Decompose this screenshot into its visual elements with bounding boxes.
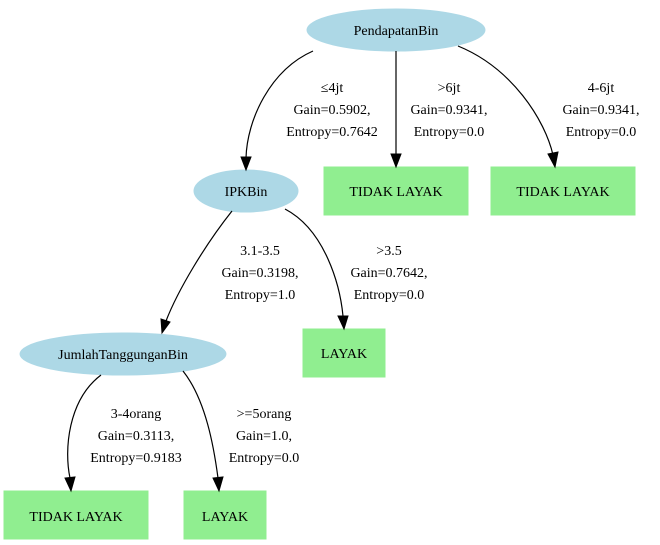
leaf-label: LAYAK xyxy=(202,510,248,525)
edge-label-gain: Gain=0.5902, xyxy=(293,103,370,118)
leaf-tidak-layak-3-4orang[interactable]: TIDAK LAYAK xyxy=(3,490,149,540)
edge-label-gain: Gain=0.3198, xyxy=(221,266,298,281)
node-label: IPKBin xyxy=(225,185,268,200)
edge-label-gain: Gain=0.7642, xyxy=(350,266,427,281)
leaf-tidak-layak-4-6jt[interactable]: TIDAK LAYAK xyxy=(490,166,636,216)
edge-label-condition: 3-4orang xyxy=(111,407,162,422)
edge-label-condition: 3.1-3.5 xyxy=(240,244,280,259)
edge-ge5orang: >=5orang Gain=1.0, Entropy=0.0 xyxy=(182,370,300,493)
edge-label-gain: Gain=0.9341, xyxy=(410,103,487,118)
edge-gt3-5: >3.5 Gain=0.7642, Entropy=0.0 xyxy=(284,208,428,331)
edge-label-entropy: Entropy=0.9183 xyxy=(90,451,182,466)
edge-label-condition: >6jt xyxy=(438,81,461,96)
node-jumlah-tanggungan-bin[interactable]: JumlahTanggunganBin xyxy=(19,332,227,376)
leaf-label: TIDAK LAYAK xyxy=(516,185,609,200)
leaf-label: TIDAK LAYAK xyxy=(29,510,122,525)
leaf-layak-ge5orang[interactable]: LAYAK xyxy=(183,490,267,540)
node-label: JumlahTanggunganBin xyxy=(58,348,188,363)
leaf-layak-gt3-5[interactable]: LAYAK xyxy=(302,328,386,378)
edge-label-entropy: Entropy=0.7642 xyxy=(286,125,378,140)
edge-label-gain: Gain=1.0, xyxy=(236,429,292,444)
edge-label-condition: ≤4jt xyxy=(321,81,344,96)
node-pendapatan-bin[interactable]: PendapatanBin xyxy=(306,8,486,52)
node-label: PendapatanBin xyxy=(354,24,439,39)
node-ipk-bin[interactable]: IPKBin xyxy=(193,169,299,213)
leaf-label: TIDAK LAYAK xyxy=(349,185,442,200)
edge-label-condition: 4-6jt xyxy=(588,81,615,96)
edge-label-gain: Gain=0.9341, xyxy=(562,103,639,118)
edge-label-gain: Gain=0.3113, xyxy=(98,429,175,444)
edge-label-entropy: Entropy=0.0 xyxy=(229,451,300,466)
edge-label-entropy: Entropy=1.0 xyxy=(225,288,296,303)
edge-4-6jt: 4-6jt Gain=0.9341, Entropy=0.0 xyxy=(457,45,640,169)
edge-label-condition: >3.5 xyxy=(376,244,401,259)
leaf-label: LAYAK xyxy=(321,347,367,362)
edge-label-condition: >=5orang xyxy=(237,407,292,422)
edge-label-entropy: Entropy=0.0 xyxy=(414,125,485,140)
leaf-tidak-layak-gt6jt[interactable]: TIDAK LAYAK xyxy=(323,166,469,216)
edge-label-entropy: Entropy=0.0 xyxy=(566,125,637,140)
edge-label-entropy: Entropy=0.0 xyxy=(354,288,425,303)
edge-le4jt: ≤4jt Gain=0.5902, Entropy=0.7642 xyxy=(240,50,378,172)
edge-3-1-3-5: 3.1-3.5 Gain=0.3198, Entropy=1.0 xyxy=(160,210,299,335)
edge-3-4orang: 3-4orang Gain=0.3113, Entropy=0.9183 xyxy=(64,374,182,493)
edge-gt6jt: >6jt Gain=0.9341, Entropy=0.0 xyxy=(390,51,488,169)
